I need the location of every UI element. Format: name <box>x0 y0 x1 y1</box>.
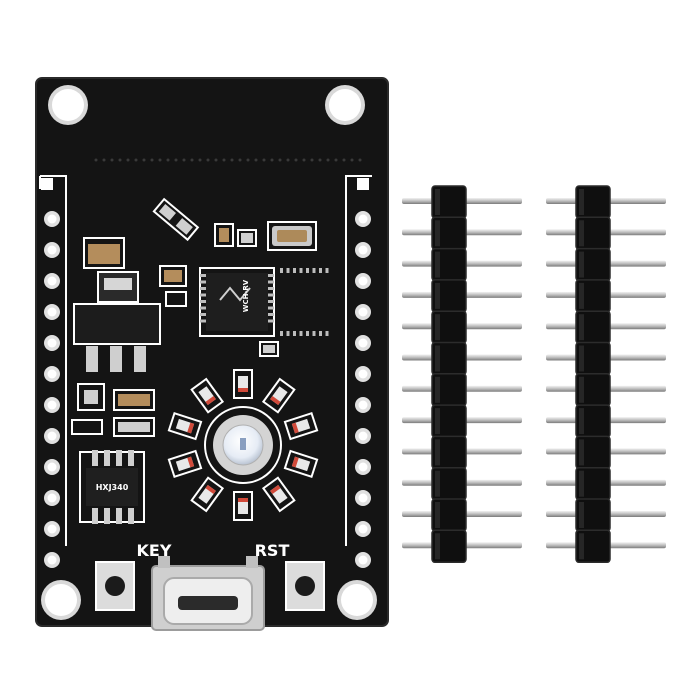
mounting-holes <box>41 85 377 620</box>
usb-port[interactable] <box>151 556 265 631</box>
sop8-chip: HXJ340 <box>79 450 145 524</box>
chip-marking: HXJ340 <box>96 483 129 492</box>
led <box>261 476 296 513</box>
pin-header-right <box>546 185 666 564</box>
mcu-chip: WCH-RV <box>199 267 329 337</box>
led <box>167 412 203 441</box>
led <box>261 377 296 414</box>
pin-header-left <box>402 185 522 564</box>
led-ring <box>167 369 319 521</box>
key-button[interactable] <box>95 561 135 611</box>
voltage-regulator <box>71 237 161 437</box>
left-pin-row <box>39 175 67 568</box>
rst-button[interactable] <box>285 561 325 611</box>
crystal <box>267 221 317 251</box>
right-pin-row <box>345 175 372 568</box>
mcu-marking: WCH-RV <box>242 279 250 312</box>
key-label: KEY <box>137 541 172 560</box>
led <box>190 377 225 414</box>
led <box>283 412 319 441</box>
passive-components <box>152 197 279 357</box>
rst-label: RST <box>255 541 290 560</box>
led <box>233 369 253 399</box>
led <box>233 491 253 521</box>
pcb-board: WCH-RV <box>35 77 389 631</box>
led <box>190 476 225 513</box>
led <box>167 449 203 478</box>
via-row <box>94 158 362 162</box>
led <box>283 449 319 478</box>
